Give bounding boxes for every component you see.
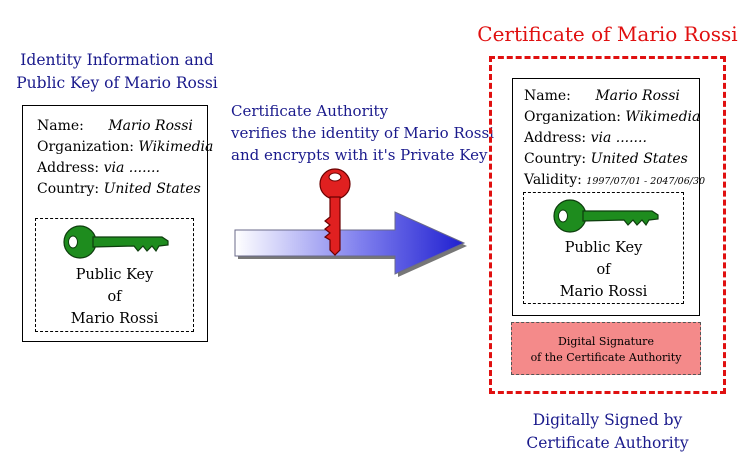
name-label: Name: [37, 118, 84, 134]
green-public-key-icon [63, 225, 169, 259]
country-field: Country: United States [37, 181, 201, 197]
signed-caption-line1: Digitally Signed by [532, 411, 683, 429]
key-label-line1: Public Key [75, 267, 154, 283]
cert-validity-value: 1997/07/01 - 2047/06/30 [586, 176, 706, 187]
certificate-card: Name: Mario Rossi Organization: Wikimedi… [512, 78, 705, 316]
ca-description: Certificate Authority verifies the ident… [231, 100, 494, 166]
cert-address-field: Address: via ....... [524, 130, 647, 146]
red-private-key-icon [319, 168, 351, 256]
cert-country-field: Country: United States [524, 151, 688, 167]
cert-green-public-key-icon [553, 199, 659, 233]
cert-key-label-line1: Public Key [564, 240, 643, 256]
key-label-line3: Mario Rossi [70, 311, 159, 327]
organization-value: Wikimedia [138, 139, 214, 155]
organization-field: Organization: Wikimedia [37, 139, 213, 155]
cert-organization-field: Organization: Wikimedia [524, 109, 700, 125]
cert-key-label-line2: of [596, 262, 611, 278]
signature-line1: Digital Signature [558, 335, 654, 348]
cert-organization-label: Organization: [524, 109, 621, 125]
signed-caption-line2: Certificate Authority [526, 434, 689, 452]
cert-public-key-box: Public Key of Mario Rossi [523, 192, 684, 304]
cert-address-value: via ....... [590, 130, 647, 146]
country-value: United States [103, 181, 201, 197]
cert-name-field: Name: Mario Rossi [524, 88, 680, 104]
cert-key-label-line3: Mario Rossi [559, 284, 648, 300]
cert-validity-label: Validity: [524, 172, 582, 188]
cert-country-label: Country: [524, 151, 587, 167]
ca-description-line2: verifies the identity of Mario Rossi [231, 124, 494, 142]
signed-caption: Digitally Signed by Certificate Authorit… [489, 409, 726, 455]
identity-card: Name: Mario Rossi Organization: Wikimedi… [22, 105, 213, 342]
cert-name-label: Name: [524, 88, 571, 104]
public-key-box: Public Key of Mario Rossi [35, 218, 194, 332]
cert-address-label: Address: [524, 130, 587, 146]
identity-caption-line2: Public Key of Mario Rossi [16, 74, 218, 92]
digital-signature-box: Digital Signature of the Certificate Aut… [511, 322, 701, 375]
cert-organization-value: Wikimedia [625, 109, 701, 125]
identity-caption: Identity Information and Public Key of M… [10, 49, 224, 95]
cert-name-value: Mario Rossi [595, 88, 680, 104]
ca-description-line3: and encrypts with it's Private Key [231, 146, 488, 164]
key-label-line2: of [107, 289, 122, 305]
name-field: Name: Mario Rossi [37, 118, 193, 134]
name-value: Mario Rossi [108, 118, 193, 134]
certificate-title: Certificate of Mario Rossi [477, 22, 738, 46]
ca-description-line1: Certificate Authority [231, 102, 389, 120]
cert-validity-field: Validity: 1997/07/01 - 2047/06/30 [524, 172, 705, 188]
country-label: Country: [37, 181, 100, 197]
certificate-border [489, 56, 726, 394]
signature-line2: of the Certificate Authority [530, 351, 682, 364]
address-field: Address: via ....... [37, 160, 160, 176]
cert-country-value: United States [590, 151, 688, 167]
organization-label: Organization: [37, 139, 134, 155]
address-label: Address: [37, 160, 100, 176]
blue-arrow [234, 211, 467, 277]
identity-caption-line1: Identity Information and [20, 51, 214, 69]
address-value: via ....... [103, 160, 160, 176]
